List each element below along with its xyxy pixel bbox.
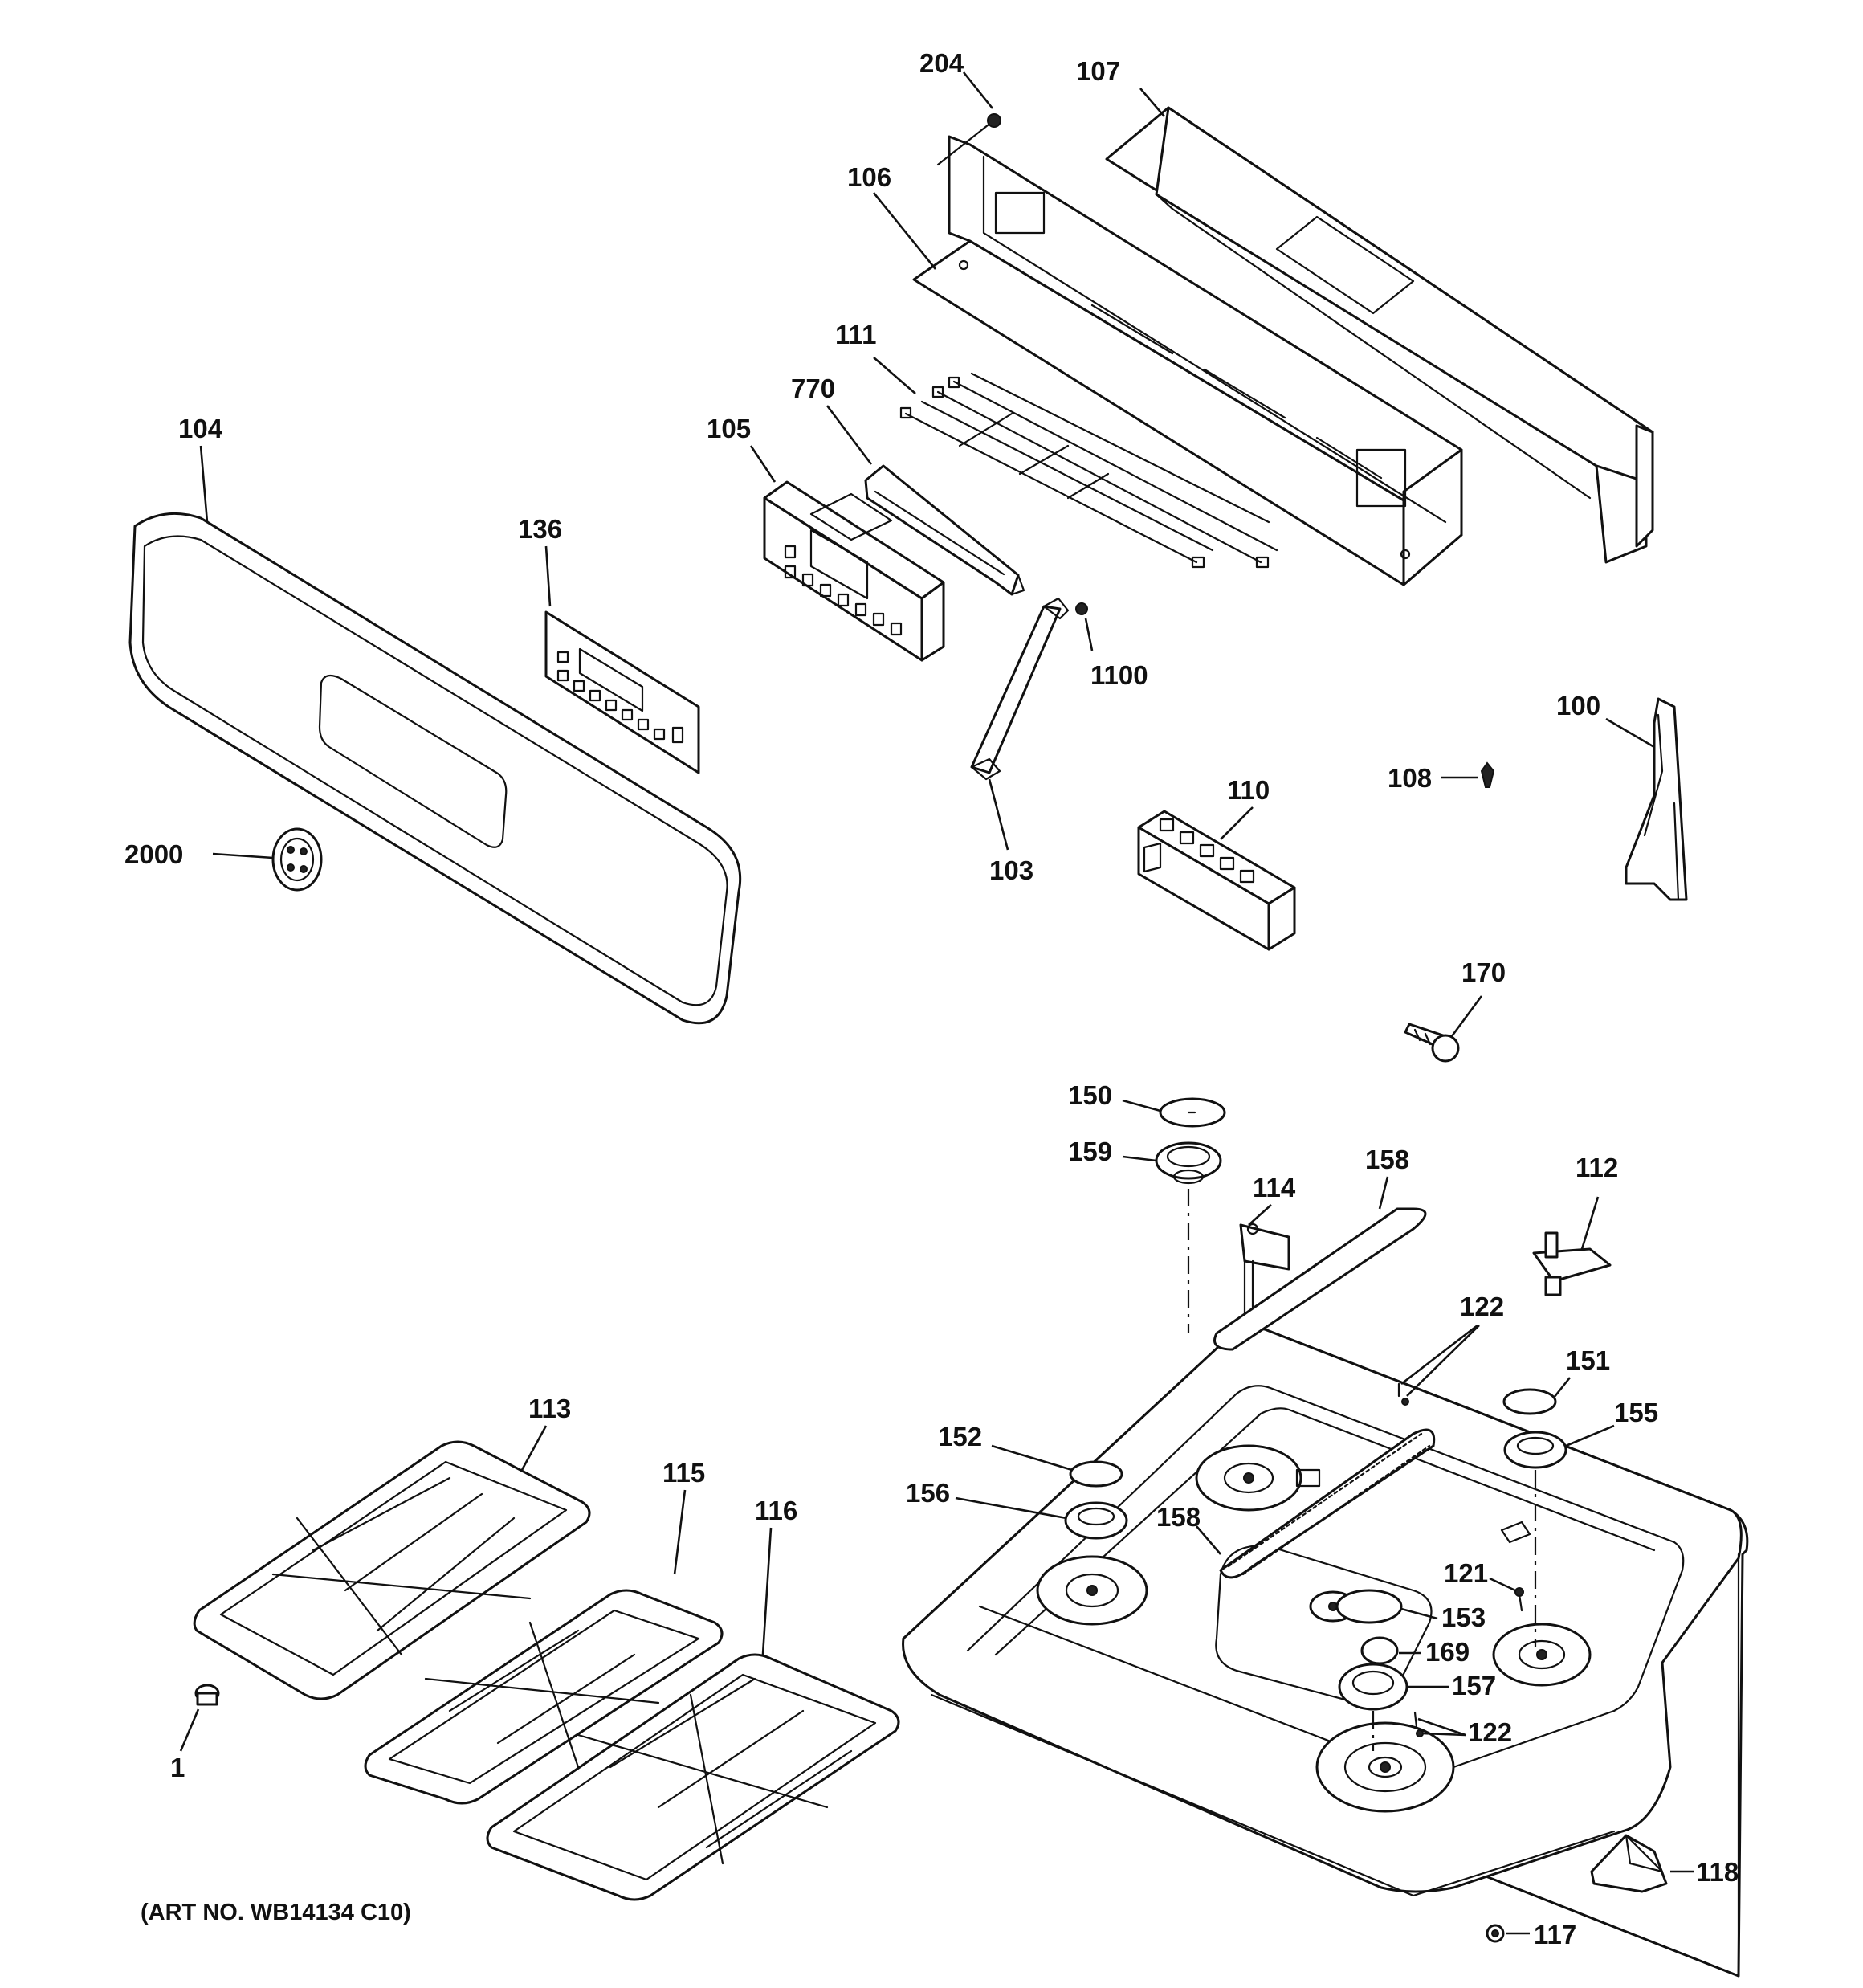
label-169: 169	[1425, 1637, 1470, 1667]
part-104-control-panel	[128, 512, 742, 1025]
part-170-screw	[1404, 1023, 1460, 1063]
label-114: 114	[1253, 1173, 1296, 1202]
part-159-burner-head	[1155, 1141, 1222, 1333]
part-111-wire-harness	[899, 372, 1278, 569]
label-121: 121	[1444, 1558, 1488, 1588]
label-104: 104	[178, 414, 223, 443]
part-150-burner-cap	[1159, 1097, 1226, 1128]
part-204-screw	[936, 113, 1001, 166]
label-152: 152	[938, 1422, 982, 1451]
part-1100-screw	[1075, 602, 1088, 615]
leader-lines	[179, 71, 1694, 1935]
burner-base-left-rear	[1195, 1444, 1302, 1512]
label-151: 151	[1566, 1345, 1610, 1375]
part-2000-knob	[271, 827, 323, 892]
part-115-grate-middle	[364, 1589, 724, 1805]
label-106: 106	[847, 162, 891, 192]
part-106-backguard-frame	[912, 135, 1463, 586]
label-105: 105	[707, 414, 751, 443]
part-116-grate-right	[486, 1653, 900, 1901]
part-121-screw	[1514, 1587, 1524, 1612]
part-169-insert	[1360, 1636, 1399, 1665]
label-111: 111	[835, 320, 876, 349]
burner-base-left-front	[1036, 1555, 1148, 1626]
part-153-burner-cap	[1335, 1589, 1403, 1624]
part-110-spark-module	[1137, 810, 1296, 951]
label-157: 157	[1452, 1671, 1496, 1700]
label-107: 107	[1076, 56, 1120, 86]
label-1100: 1100	[1090, 660, 1148, 690]
part-100-end-cap	[1625, 697, 1688, 901]
burner-base-right-rear	[1492, 1623, 1592, 1687]
part-158-oval-burner	[1219, 1428, 1436, 1579]
label-155: 155	[1614, 1398, 1658, 1427]
burner-base-right-front	[1315, 1721, 1455, 1813]
part-152-burner-cap	[1069, 1460, 1123, 1488]
label-170: 170	[1461, 957, 1506, 987]
part-117-nut	[1486, 1924, 1505, 1943]
part-136-overlay	[544, 610, 700, 774]
part-155-burner-head	[1503, 1431, 1567, 1647]
label-770: 770	[791, 374, 835, 403]
part-107-rear-cover	[1105, 106, 1654, 564]
label-113: 113	[528, 1394, 571, 1423]
part-122-clip-upper	[1397, 1382, 1409, 1406]
label-150: 150	[1068, 1080, 1112, 1110]
label-100: 100	[1556, 691, 1600, 720]
part-118-foot	[1590, 1834, 1668, 1893]
part-1-bumper	[194, 1684, 220, 1706]
label-158-lower: 158	[1156, 1502, 1201, 1532]
label-122-upper: 122	[1460, 1292, 1504, 1321]
label-118: 118	[1696, 1857, 1739, 1887]
part-151-burner-cap	[1502, 1388, 1557, 1415]
label-153: 153	[1441, 1602, 1486, 1632]
label-103: 103	[989, 855, 1033, 885]
label-136: 136	[518, 514, 562, 544]
part-114-bracket	[1239, 1223, 1290, 1327]
part-labels: 204 107 106 111 770 105 104 136 1100 100…	[124, 48, 1739, 1949]
part-108-screw	[1480, 761, 1495, 788]
label-110: 110	[1227, 775, 1270, 805]
label-117: 117	[1534, 1920, 1576, 1949]
label-159: 159	[1068, 1137, 1112, 1166]
label-204: 204	[919, 48, 964, 78]
label-116: 116	[755, 1496, 797, 1525]
label-158-upper: 158	[1365, 1145, 1409, 1174]
label-115: 115	[662, 1458, 705, 1488]
part-112-electrode	[1532, 1231, 1612, 1296]
label-156: 156	[906, 1478, 950, 1508]
part-158-burner-cover	[1213, 1207, 1427, 1351]
label-1: 1	[170, 1753, 185, 1782]
part-103-bracket	[970, 597, 1070, 781]
part-113-grate-left	[193, 1440, 591, 1700]
label-122-lower: 122	[1468, 1717, 1512, 1747]
label-112: 112	[1576, 1153, 1618, 1182]
part-105-control-board	[763, 480, 945, 662]
label-108: 108	[1388, 763, 1432, 793]
part-156-burner-head	[1064, 1501, 1128, 1540]
art-number: (ART NO. WB14134 C10)	[141, 1900, 411, 1925]
label-2000: 2000	[124, 839, 183, 869]
part-770-bracket	[864, 464, 1025, 596]
